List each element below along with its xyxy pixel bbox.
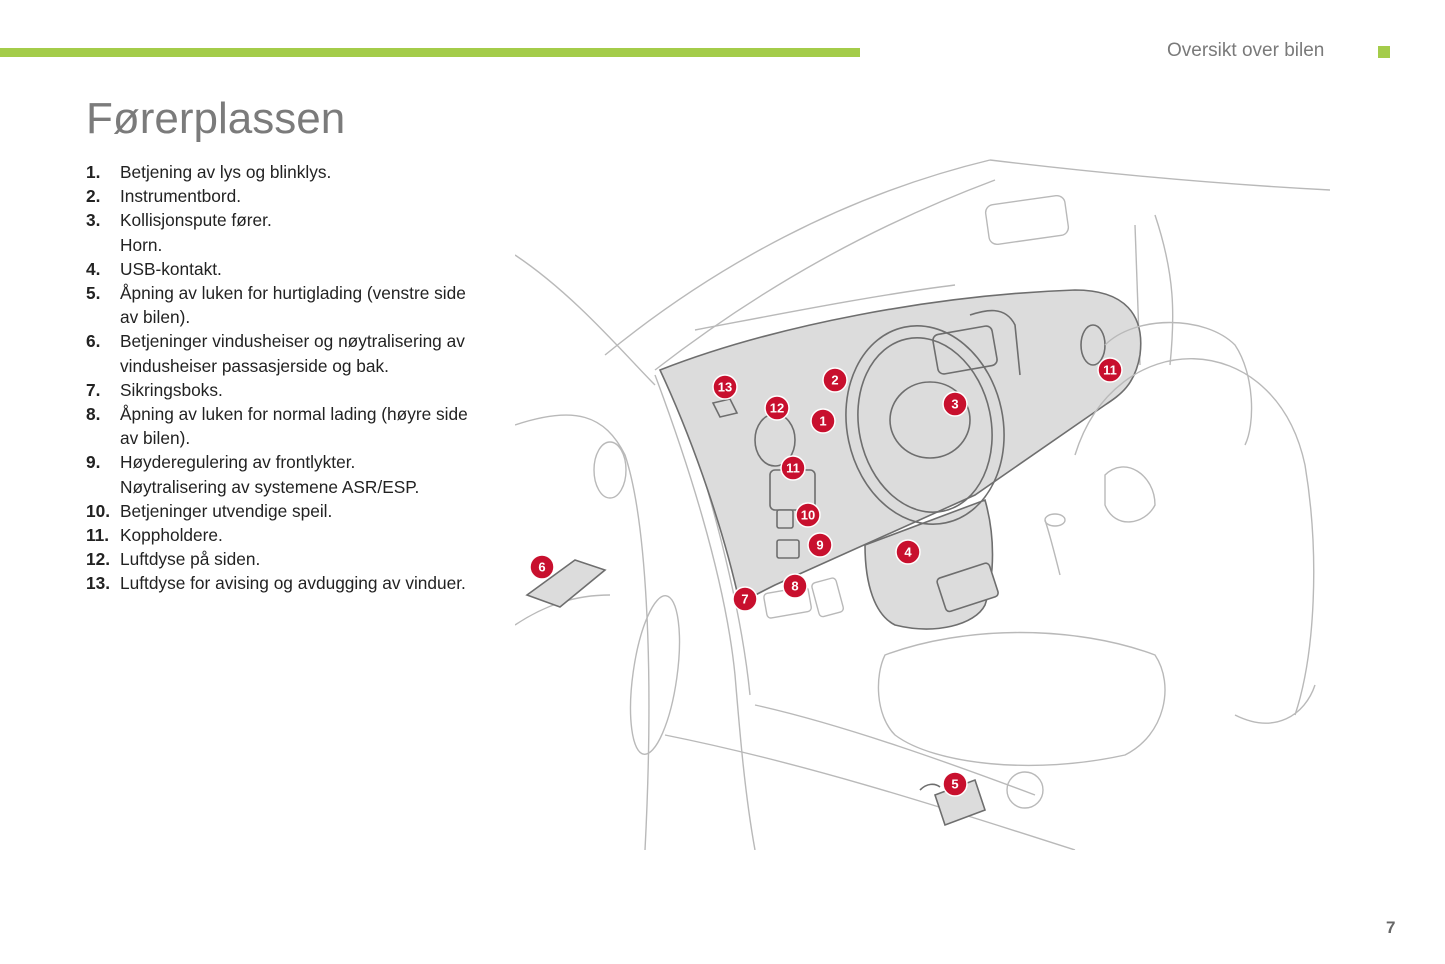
list-item: 5. Åpning av luken for hurtiglading (vens… [86,281,486,329]
list-item: 1. Betjening av lys og blinklys. [86,160,486,184]
callout-12: 12 [764,395,790,421]
mirror-switch [776,509,794,529]
item-number: 2. [86,186,101,207]
item-number: 9. [86,452,101,473]
item-text: Koppholdere. [120,525,223,546]
cabin-illustration: 1 2 3 4 5 6 7 8 9 10 11 11 12 13 [515,159,1330,850]
callout-5: 5 [942,771,968,797]
list-item: 6. Betjeninger vindusheiser og nøytralise… [86,329,486,377]
page-number: 7 [1386,918,1396,937]
callout-2: 2 [822,367,848,393]
svg-text:5: 5 [951,777,958,792]
callout-7: 7 [732,586,758,612]
list-item: 13. Luftdyse for avising og avdugging av … [86,571,486,595]
callout-3: 3 [942,391,968,417]
item-number: 5. [86,283,101,304]
item-text: USB-kontakt. [120,258,222,279]
rear-view-mirror [984,194,1070,246]
item-number: 4. [86,258,101,279]
item-number: 12. [86,549,111,570]
item-number: 10. [86,500,111,521]
svg-text:2: 2 [831,373,838,388]
section-marker-icon [1378,46,1390,58]
list-item: 11. Koppholdere. [86,523,486,547]
item-text: Betjening av lys og blinklys. [120,162,332,182]
callout-1: 1 [810,408,836,434]
callout-11-right: 11 [1097,357,1123,383]
svg-text:7: 7 [741,592,748,607]
callout-10: 10 [795,502,821,528]
list-item: 8. Åpning av luken for normal lading (høy… [86,402,486,450]
svg-text:10: 10 [801,508,815,523]
svg-text:8: 8 [791,579,798,594]
callout-11-left: 11 [780,455,806,481]
seat-cushion [877,631,1166,767]
svg-text:4: 4 [904,545,912,560]
item-text: Åpning av luken for hurtiglading (venstr… [120,283,466,328]
item-number: 1. [86,162,101,182]
side-vent-right [1080,324,1106,366]
svg-text:11: 11 [1103,363,1117,378]
item-text: Høyderegulering av frontlykter. Nøytrali… [120,452,420,497]
item-text: Luftdyse for avising og avdugging av vin… [120,573,466,594]
item-text: Kollisjonspute fører. Horn. [120,210,272,255]
seat-back [1074,358,1315,716]
component-list: 1. Betjening av lys og blinklys. 2. Instru… [86,160,486,596]
callout-8: 8 [782,573,808,599]
steering-wheel [845,325,1005,525]
callout-4: 4 [895,539,921,565]
passenger-footwell-mesh [1104,466,1156,523]
item-text: Betjeninger vindusheiser og nøytraliseri… [120,331,465,376]
list-item: 12. Luftdyse på siden. [86,547,486,571]
svg-text:1: 1 [819,414,826,429]
item-number: 7. [86,379,101,400]
page-title: Førerplassen [86,94,346,143]
svg-text:13: 13 [718,380,732,395]
headlamp-switch [776,539,800,559]
section-title: Oversikt over bilen [1167,40,1325,61]
list-item: 3. Kollisjonspute fører. Horn. [86,208,486,256]
item-text: Åpning av luken for normal lading (høyre… [120,404,468,449]
item-text: Instrumentbord. [120,186,242,207]
callout-6: 6 [529,554,555,580]
item-number: 3. [86,210,101,231]
list-item: 2. Instrumentbord. [86,184,486,208]
demist-vent [711,398,739,418]
door-speaker [629,595,681,755]
item-text: Luftdyse på siden. [120,549,261,570]
list-item: 7. Sikringsboks. [86,378,486,402]
windscreen-outline [604,159,991,356]
svg-text:9: 9 [816,538,823,553]
svg-text:6: 6 [538,560,545,575]
instrument-cluster [932,325,998,375]
item-number: 8. [86,404,101,425]
svg-text:11: 11 [786,461,800,476]
svg-text:12: 12 [770,401,784,416]
list-item: 9. Høyderegulering av frontlykter. Nøytra… [86,450,486,498]
list-item: 4. USB-kontakt. [86,257,486,281]
item-text: Sikringsboks. [120,379,223,400]
airbag-hub [889,381,971,459]
window-switch-panel [525,559,607,608]
callout-13: 13 [712,374,738,400]
cubby-box [936,562,999,613]
callout-9: 9 [807,532,833,558]
item-number: 13. [86,573,111,594]
item-text: Betjeninger utvendige speil. [120,500,333,521]
item-number: 11. [86,525,110,546]
svg-text:3: 3 [951,397,958,412]
header-accent-bar [0,48,860,57]
list-item: 10. Betjeninger utvendige speil. [86,499,486,523]
item-number: 6. [86,331,101,352]
